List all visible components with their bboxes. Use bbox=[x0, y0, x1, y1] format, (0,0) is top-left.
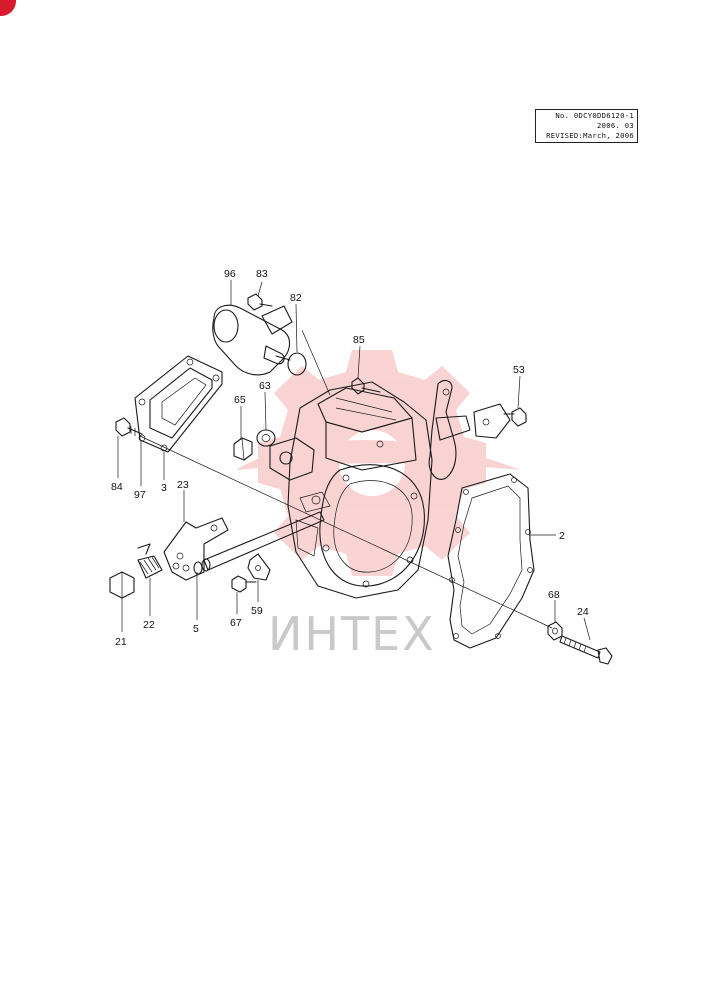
callout-96: 96 bbox=[224, 268, 236, 280]
callout-21: 21 bbox=[115, 636, 127, 648]
callout-53: 53 bbox=[513, 364, 525, 376]
gear-case-housing bbox=[269, 381, 433, 599]
callout-5: 5 bbox=[193, 623, 199, 635]
bolt-84 bbox=[115, 417, 143, 437]
callout-63: 63 bbox=[259, 380, 271, 392]
document-revised: REVISED:March, 2006 bbox=[546, 131, 634, 140]
bolt-65 bbox=[233, 437, 253, 461]
callout-3: 3 bbox=[161, 482, 167, 494]
callout-24: 24 bbox=[577, 606, 589, 618]
watermark-text: ИНТЕХ bbox=[268, 607, 436, 661]
callout-85: 85 bbox=[353, 334, 365, 346]
bolt-67 bbox=[231, 575, 257, 593]
bolt-83 bbox=[247, 293, 273, 311]
watermark-logo bbox=[236, 350, 520, 576]
assembly-lines bbox=[139, 329, 553, 629]
callout-labels: 96 83 82 85 53 65 63 84 97 3 23 2 21 22 … bbox=[111, 268, 589, 648]
callout-65: 65 bbox=[234, 394, 246, 406]
callout-82: 82 bbox=[290, 292, 302, 304]
callout-83: 83 bbox=[256, 268, 268, 280]
cover-plate-97 bbox=[134, 355, 223, 453]
callout-67: 67 bbox=[230, 617, 242, 629]
leader-lines bbox=[117, 280, 591, 641]
document-info-box: No. 0DCY0DD6120-1 2006. 03 REVISED:March… bbox=[535, 109, 638, 143]
callout-84: 84 bbox=[111, 481, 123, 493]
shaft-5 bbox=[193, 511, 325, 575]
nut-68 bbox=[547, 621, 563, 641]
callout-22: 22 bbox=[143, 619, 155, 631]
callout-23: 23 bbox=[177, 479, 189, 491]
watermark-gear-icon bbox=[258, 350, 486, 576]
plug-21 bbox=[109, 571, 135, 599]
document-date: 2006. 03 bbox=[596, 121, 634, 130]
callout-59: 59 bbox=[251, 605, 263, 617]
callout-97: 97 bbox=[134, 489, 146, 501]
bolt-24 bbox=[559, 635, 613, 665]
gasket-2 bbox=[447, 473, 535, 649]
callout-2: 2 bbox=[559, 530, 565, 542]
solenoid-96 bbox=[212, 304, 293, 376]
lever-23 bbox=[163, 517, 229, 581]
plate-59 bbox=[247, 553, 271, 581]
link-arm-53 bbox=[428, 379, 527, 480]
callout-68: 68 bbox=[548, 589, 560, 601]
spring-22 bbox=[137, 543, 163, 579]
watermark-swoosh bbox=[236, 440, 520, 470]
document-number: No. 0DCY0DD6120-1 bbox=[555, 111, 634, 120]
o-ring-82 bbox=[287, 352, 307, 376]
